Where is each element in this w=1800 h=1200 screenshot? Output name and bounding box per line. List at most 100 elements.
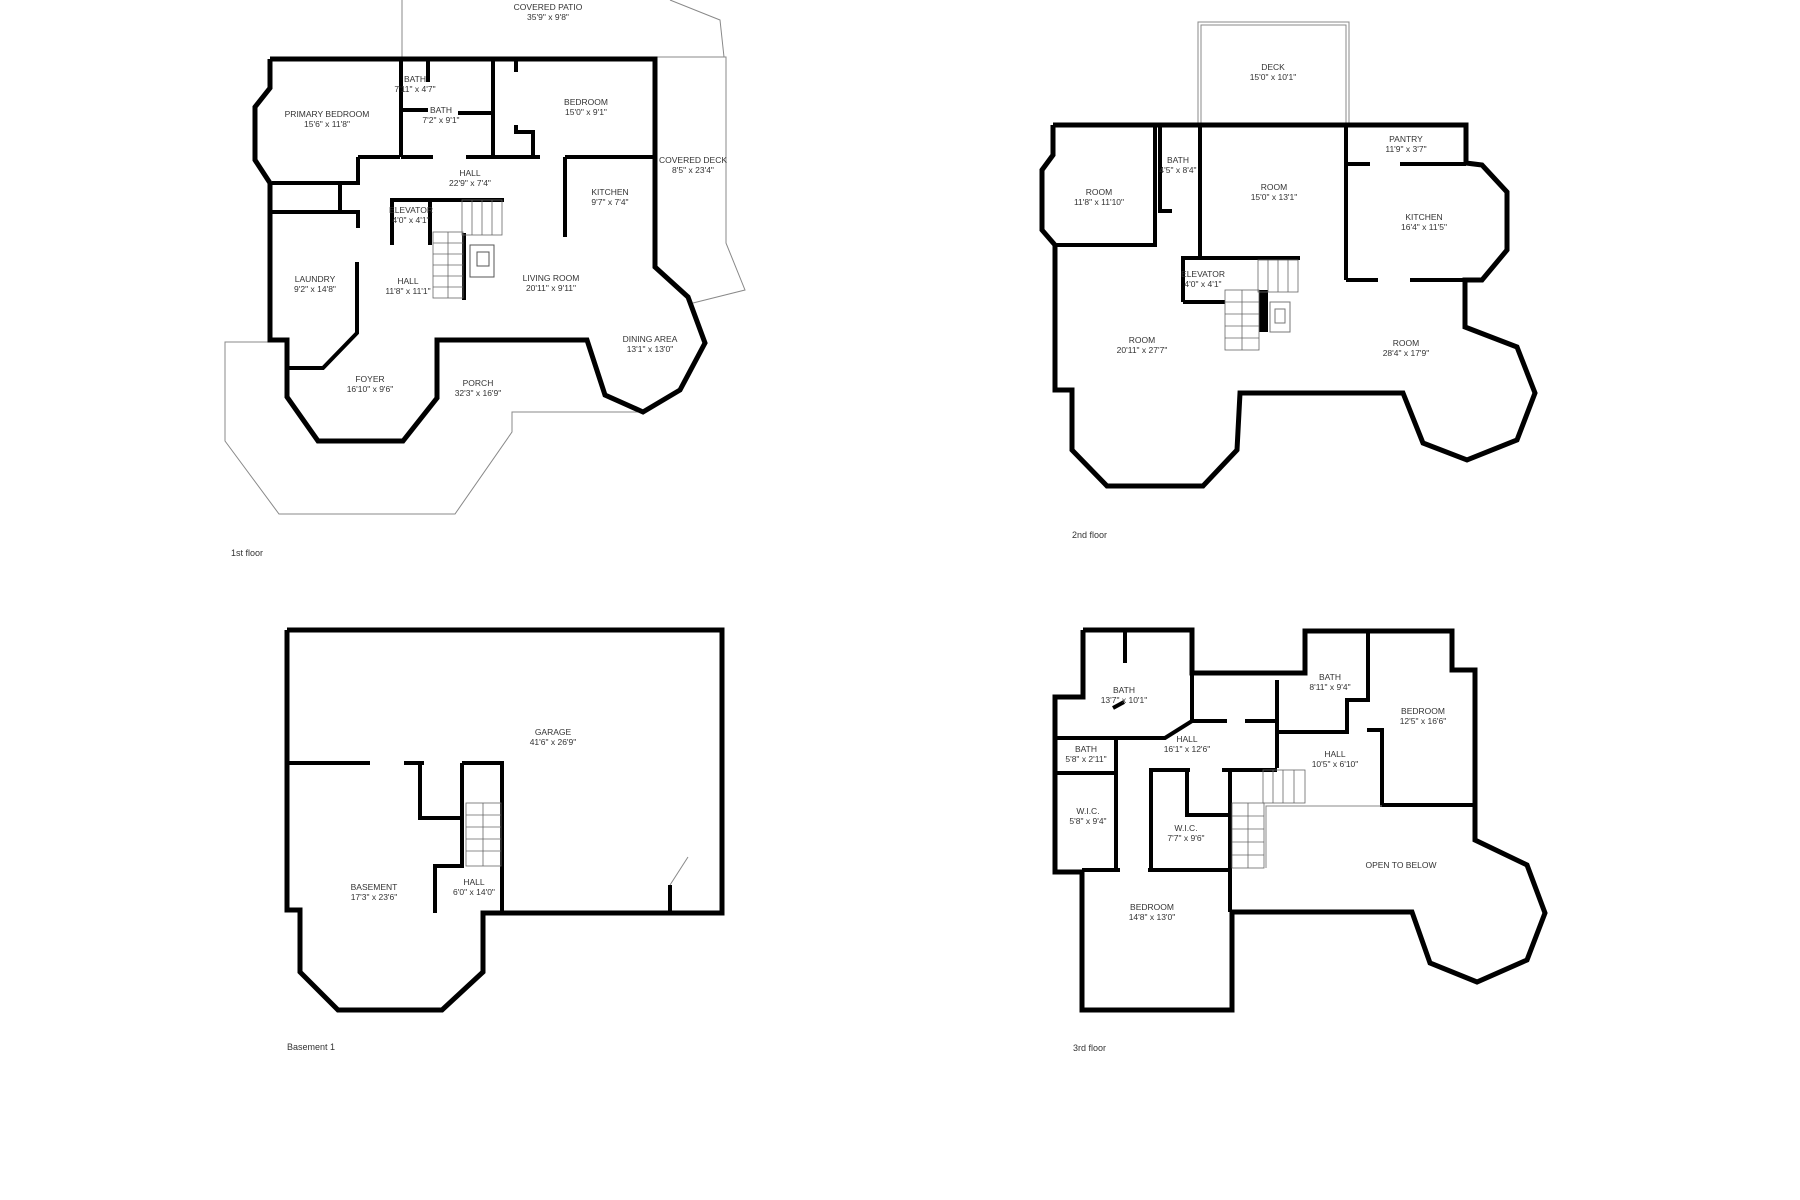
stairs [1224, 259, 1299, 351]
wall [1149, 768, 1190, 870]
room-name: ROOM [1393, 338, 1419, 348]
room-name: PORCH [463, 378, 494, 388]
room-name: ELEVATOR [1181, 269, 1225, 279]
room-name: GARAGE [535, 727, 572, 737]
wall [272, 210, 360, 228]
room-dimensions: 15'0" x 9'1" [565, 107, 607, 117]
room-name: COVERED DECK [659, 155, 727, 165]
room-dimensions: 4'5" x 8'4" [1159, 165, 1196, 175]
room-dimensions: 13'1" x 13'0" [627, 344, 674, 354]
door [669, 856, 689, 886]
wall [514, 125, 535, 157]
basement-plan [284, 627, 725, 1013]
wall [1158, 125, 1172, 213]
room-dimensions: 14'8" x 13'0" [1129, 912, 1176, 922]
room-name: OPEN TO BELOW [1365, 860, 1436, 870]
room-dimensions: 22'9" x 7'4" [449, 178, 491, 188]
room-dimensions: 10'5" x 6'10" [1312, 759, 1359, 769]
room-dimensions: 15'0" x 13'1" [1251, 192, 1298, 202]
room-name: COVERED PATIO [514, 2, 583, 12]
room-name: LIVING ROOM [523, 273, 580, 283]
stairs [465, 802, 502, 867]
room-dimensions: 6'0" x 14'0" [453, 887, 495, 897]
room-name: HALL [459, 168, 481, 178]
room-dimensions: 41'6" x 26'9" [530, 737, 577, 747]
fireplace-icon [469, 244, 495, 278]
fireplace-icon [1269, 301, 1291, 333]
covered-deck-outline [657, 56, 746, 304]
room-dimensions: 12'5" x 16'6" [1400, 716, 1447, 726]
wall [1259, 290, 1268, 332]
elevator-wall [1181, 256, 1300, 302]
room-name: DECK [1261, 62, 1285, 72]
room-dimensions: 20'11" x 9'11" [526, 283, 576, 293]
room-dimensions: 11'8" x 11'1" [385, 286, 430, 296]
room-name: PANTRY [1389, 134, 1423, 144]
floor-label: 2nd floor [1072, 530, 1107, 540]
room-name: BEDROOM [564, 97, 608, 107]
room-dimensions: 7'2" x 9'1" [422, 115, 459, 125]
room-name: KITCHEN [1405, 212, 1442, 222]
room-dimensions: 5'8" x 2'11" [1065, 754, 1106, 764]
room-name: FOYER [355, 374, 384, 384]
room-name: KITCHEN [591, 187, 628, 197]
room-dimensions: 11'8" x 11'10" [1074, 197, 1124, 207]
room-name: W.I.C. [1174, 823, 1197, 833]
wall [462, 761, 504, 913]
room-dimensions: 7'7" x 9'6" [1167, 833, 1204, 843]
room-name: ROOM [1086, 187, 1112, 197]
room-dimensions: 8'11" x 9'4" [1309, 682, 1350, 692]
third-floor-exterior-wall [1052, 627, 1548, 1013]
porch-outline [224, 341, 643, 515]
room-name: BEDROOM [1401, 706, 1445, 716]
room-dimensions: 4'0" x 4'1" [392, 215, 429, 225]
wall [433, 763, 464, 913]
wall [1055, 719, 1227, 740]
open-to-below-rail [1265, 805, 1382, 868]
room-dimensions: 7'11" x 4'7" [394, 84, 435, 94]
room-name: HALL [1324, 749, 1346, 759]
first-floor-plan [224, 0, 746, 515]
room-dimensions: 9'2" x 14'8" [294, 284, 336, 294]
room-name: ROOM [1261, 182, 1287, 192]
room-name: BEDROOM [1130, 902, 1174, 912]
second-floor-exterior-wall [1039, 122, 1538, 489]
room-dimensions: 8'5" x 23'4" [672, 165, 714, 175]
room-dimensions: 32'3" x 16'9" [455, 388, 502, 398]
room-dimensions: 9'7" x 7'4" [591, 197, 628, 207]
room-name: BASEMENT [351, 882, 398, 892]
room-name: HALL [397, 276, 419, 286]
wall [272, 157, 360, 185]
second-floor-plan [1039, 21, 1538, 489]
first-floor-exterior-wall [252, 56, 708, 444]
room-dimensions: 13'7" x 10'1" [1101, 695, 1148, 705]
stairs [432, 199, 503, 299]
room-name: ELEVATOR [389, 205, 433, 215]
room-name: DINING AREA [623, 334, 678, 344]
floor-label: 3rd floor [1073, 1043, 1106, 1053]
covered-patio-outline [669, 0, 725, 58]
floor-label: Basement 1 [287, 1042, 335, 1052]
room-dimensions: 15'6" x 11'8" [304, 119, 350, 129]
wall [1277, 631, 1370, 734]
room-dimensions: 28'4" x 17'9" [1383, 348, 1430, 358]
room-name: HALL [1176, 734, 1198, 744]
room-name: BATH [1113, 685, 1135, 695]
room-dimensions: 35'9" x 9'8" [527, 12, 569, 22]
room-dimensions: 17'3" x 23'6" [351, 892, 398, 902]
elevator-wall [390, 198, 432, 245]
room-name: BATH [430, 105, 452, 115]
stairs [1231, 769, 1306, 869]
room-dimensions: 20'11" x 27'7" [1117, 345, 1168, 355]
room-dimensions: 16'10" x 9'6" [347, 384, 394, 394]
room-name: ROOM [1129, 335, 1155, 345]
room-dimensions: 5'8" x 9'4" [1069, 816, 1106, 826]
floor-label: 1st floor [231, 548, 263, 558]
wall [1053, 214, 1157, 247]
wall [1112, 700, 1125, 710]
room-name: BATH [1319, 672, 1341, 682]
room-dimensions: 16'4" x 11'5" [1401, 222, 1447, 232]
room-dimensions: 11'9" x 3'7" [1385, 144, 1426, 154]
